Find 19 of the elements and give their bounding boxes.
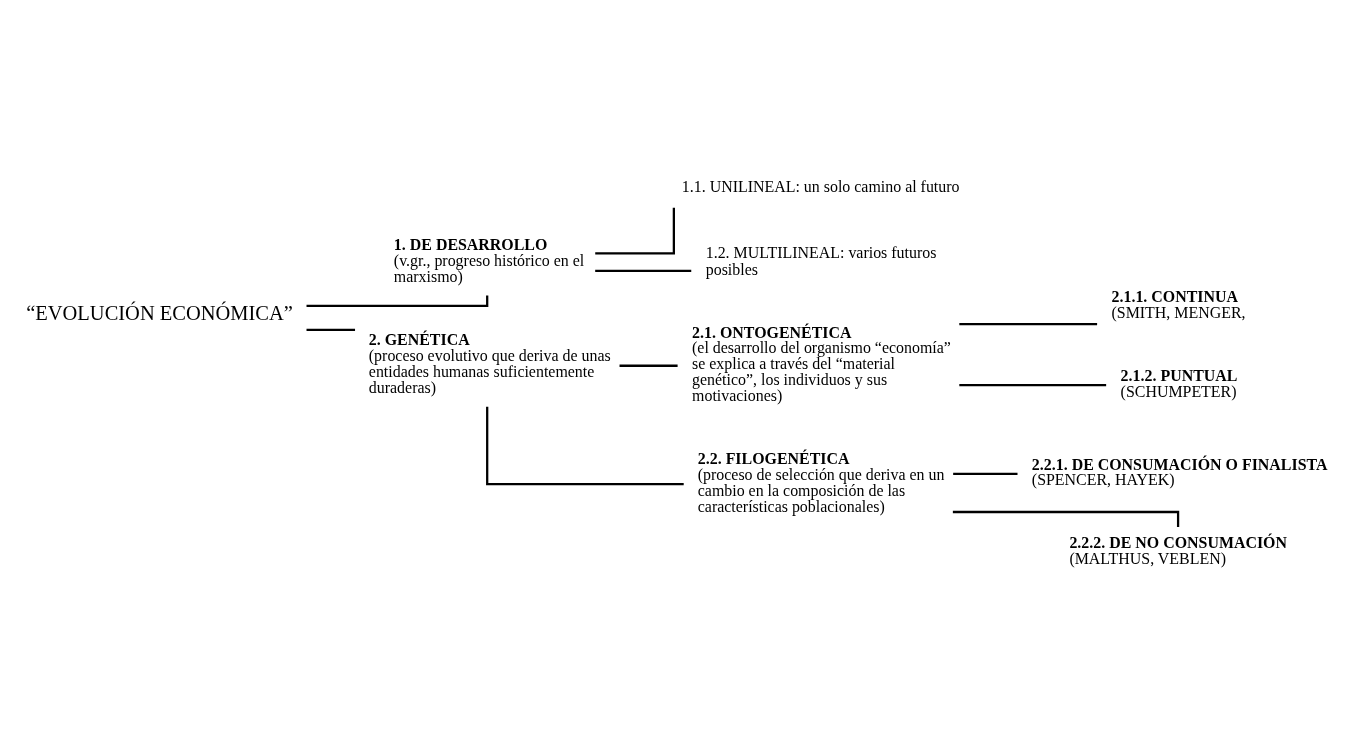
node-text: 2.1.2. PUNTUAL (SCHUMPETER) xyxy=(1120,366,1238,400)
node-text: 2.2.2. DE NO CONSUMACIÓN (MALTHUS, VEBLEN) xyxy=(1069,533,1287,567)
connector xyxy=(306,328,356,331)
node-text: 2.2. FILOGENÉTICA (proceso de selección que deriva en un cambio en la composición de las características poblacionales) xyxy=(697,449,945,515)
connector xyxy=(959,322,1098,325)
connector xyxy=(595,207,675,255)
node-text: 1.1. UNILINEAL: un solo camino al futuro xyxy=(681,177,960,195)
connector xyxy=(595,269,692,272)
node-text: 1. DE DESARROLLO (v.gr., progreso histórico en el marxismo) xyxy=(393,235,585,285)
node-text: 2.2.1. DE CONSUMACIÓN O FINALISTA (SPENCER, HAYEK) xyxy=(1031,455,1328,488)
node-text: 2. GENÉTICA (proceso evolutivo que deriva de unas entidades humanas suficientemente duraderas) xyxy=(368,330,611,396)
node-text: 2.1. ONTOGENÉTICA (el desarrollo del organismo “economía” se explica a través del “material genético”, los individuos y sus motivaciones) xyxy=(692,323,951,404)
connector xyxy=(953,472,1018,475)
node-text: 1.2. MULTILINEAL: varios futuros posibles xyxy=(705,243,937,278)
node-text: “EVOLUCIÓN ECONÓMICA” xyxy=(26,301,293,324)
node-text: 2.1.1. CONTINUA (SMITH, MENGER, xyxy=(1111,287,1246,321)
connector xyxy=(619,364,678,367)
connector xyxy=(959,383,1107,386)
connector xyxy=(486,406,684,485)
